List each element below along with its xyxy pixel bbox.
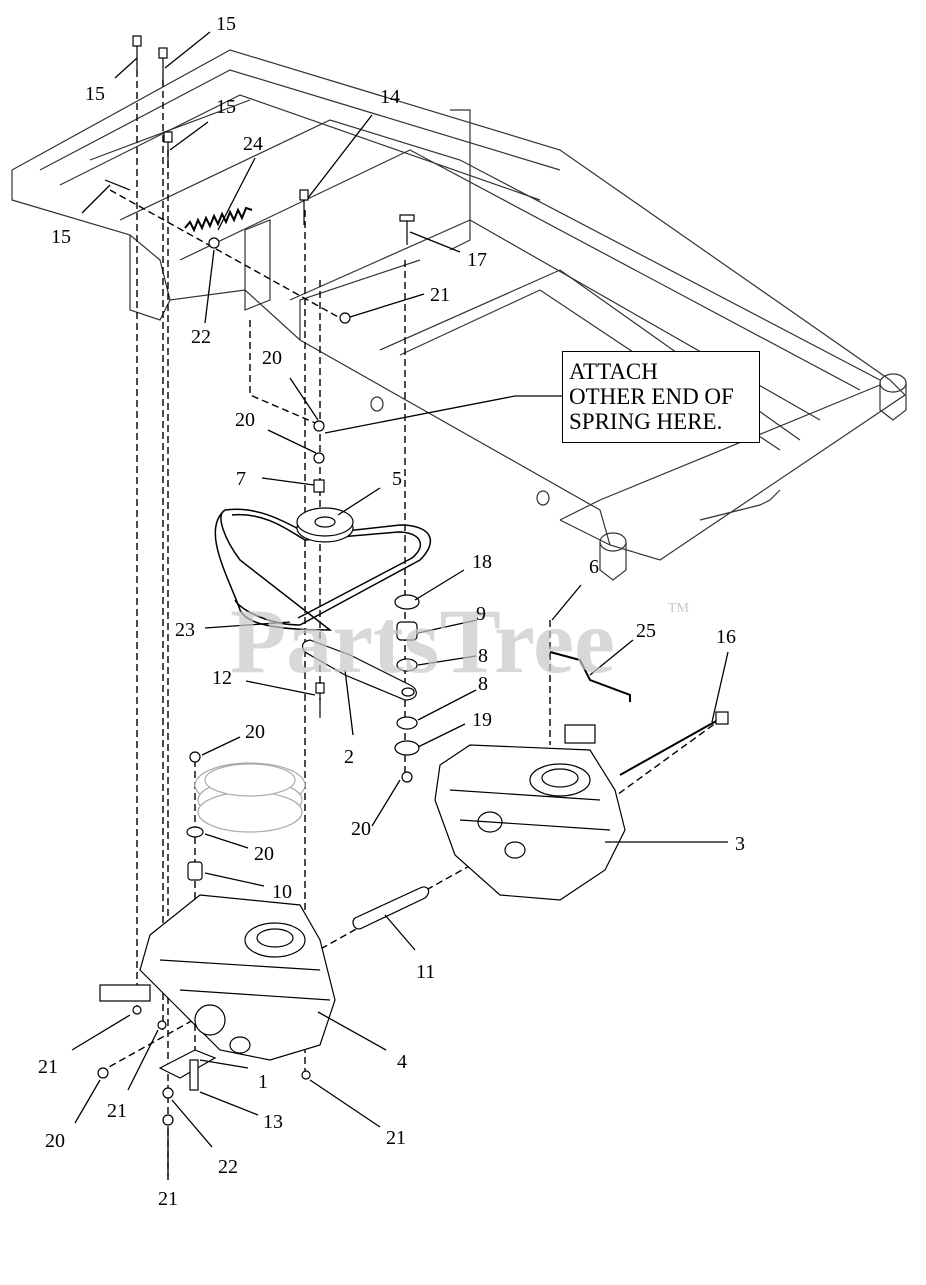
part-label: 20 [235,409,255,431]
part-label: 20 [262,347,282,369]
spring [184,206,253,233]
mower-frame [11,49,907,581]
part-label: 3 [735,833,745,855]
part-label: 2 [344,746,354,768]
part-label: 5 [392,468,402,490]
part-label: 11 [416,961,435,983]
part-label: 21 [107,1100,127,1122]
part-label: 20 [245,721,265,743]
watermark-tm: TM [668,601,690,616]
bolts [104,35,415,718]
part-labels: 15 15 15 15 14 24 17 21 22 20 20 7 5 18 … [38,13,745,1210]
idler-arm [301,639,417,701]
part-label: 21 [38,1056,58,1078]
part-label: 21 [158,1188,178,1210]
part-label: 15 [85,83,105,105]
callout-line: ATTACH [569,359,658,384]
part-label: 21 [430,284,450,306]
watermark-text: PartsTree [230,590,615,692]
left-transmission [99,894,336,1061]
control-rod [549,651,631,702]
part-label: 16 [716,626,736,648]
part-label: 1 [258,1071,268,1093]
idler-pulley [296,507,354,543]
part-label: 25 [636,620,656,642]
part-label: 20 [254,843,274,865]
part-label: 8 [478,673,488,695]
drive-belt [214,508,432,631]
part-label: 9 [476,603,486,625]
part-label: 22 [191,326,211,348]
nuts-and-washers [97,237,420,1126]
clutch-faded [194,762,306,833]
part-label: 13 [263,1111,283,1133]
part-label: 10 [272,881,292,903]
part-label: 14 [380,86,400,108]
right-transmission [434,724,626,901]
part-label: 22 [218,1156,238,1178]
callout-line: OTHER END OF [569,384,734,409]
part-label: 15 [51,226,71,248]
part-label: 8 [478,645,488,667]
part-label: 21 [386,1127,406,1149]
part-label: 17 [467,249,487,271]
part-label: 12 [212,667,232,689]
part-label: 15 [216,96,236,118]
spacer-tube [352,886,430,930]
part-label: 6 [589,556,599,578]
part-label: 4 [397,1051,407,1073]
part-label: 24 [243,133,263,155]
partstree-watermark: PartsTree TM [230,590,690,692]
spring-attach-callout: ATTACH OTHER END OF SPRING HERE. [562,351,760,443]
part-label: 20 [45,1130,65,1152]
axle-bolt [619,711,729,776]
callout-line: SPRING HERE. [569,409,723,434]
part-label: 15 [216,13,236,35]
bracket-and-bolt [158,1049,217,1091]
leader-lines [71,31,729,1176]
part-label: 7 [236,468,246,490]
part-label: 23 [175,619,195,641]
part-label: 18 [472,551,492,573]
part-label: 19 [472,709,492,731]
part-label: 20 [351,818,371,840]
